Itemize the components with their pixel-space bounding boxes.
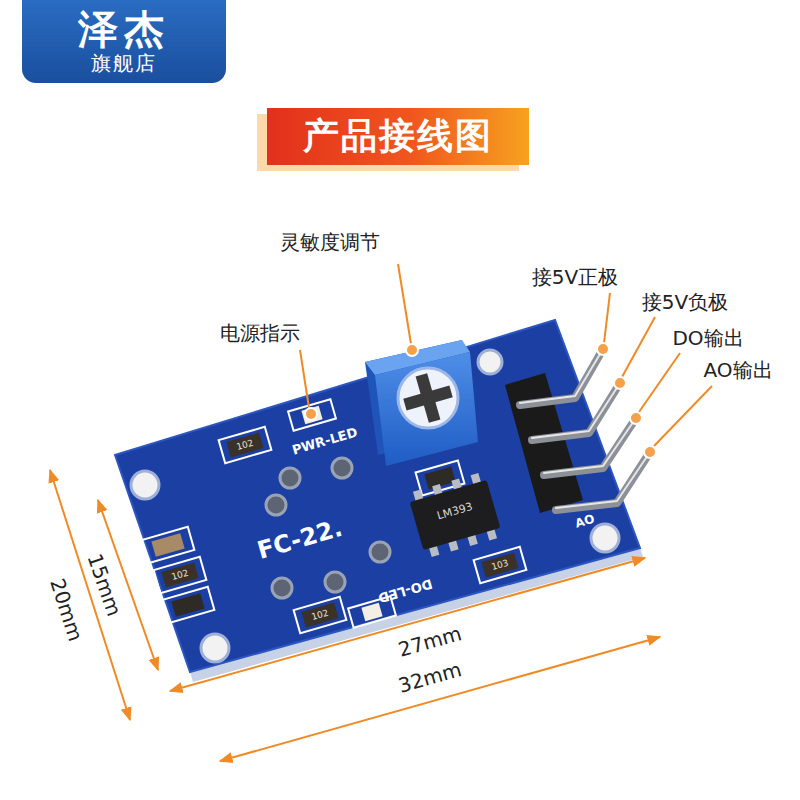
title-text: 产品接线图 — [303, 112, 493, 161]
pin-callout: 接5V正极 — [532, 266, 618, 289]
resistor-code: 102 — [170, 568, 189, 583]
dimension-label: 27mm — [396, 622, 464, 662]
lm393-chip — [407, 471, 503, 558]
title-banner: 产品接线图 — [267, 108, 529, 165]
pin-header — [505, 349, 650, 513]
resistor-code: 103 — [490, 558, 509, 573]
dimension-label: 15mm — [82, 551, 125, 619]
potentiometer — [365, 340, 478, 466]
smd-capacitors — [142, 460, 465, 623]
callout-label: 电源指示 — [220, 322, 300, 345]
chip-marking: LM393 — [436, 501, 475, 523]
pin-callout: DO输出 — [672, 327, 743, 350]
brand-name: 泽杰 — [32, 6, 216, 52]
dimension-lines — [50, 470, 660, 761]
resistor-code: 102 — [235, 438, 254, 453]
silkscreen-label: DO-LED — [376, 575, 433, 605]
board-model: FC-22. — [254, 515, 345, 566]
silkscreen-label: PWR-LED — [291, 426, 360, 459]
pcb-board — [115, 320, 640, 672]
pin-callout: AO输出 — [703, 359, 772, 382]
pin-callout: 接5V负极 — [642, 291, 728, 314]
resistor-code: 102 — [310, 608, 329, 623]
store-name: 旗舰店 — [32, 52, 216, 75]
leader-dots — [305, 343, 656, 458]
dimension-label: 20mm — [45, 576, 86, 644]
smd-resistors — [154, 427, 527, 633]
dimension-label: 32mm — [396, 658, 464, 698]
pin-name: AO — [574, 513, 597, 532]
logo-box: 泽杰旗舰店 — [22, 0, 226, 83]
callout-label: 灵敏度调节 — [280, 231, 380, 254]
